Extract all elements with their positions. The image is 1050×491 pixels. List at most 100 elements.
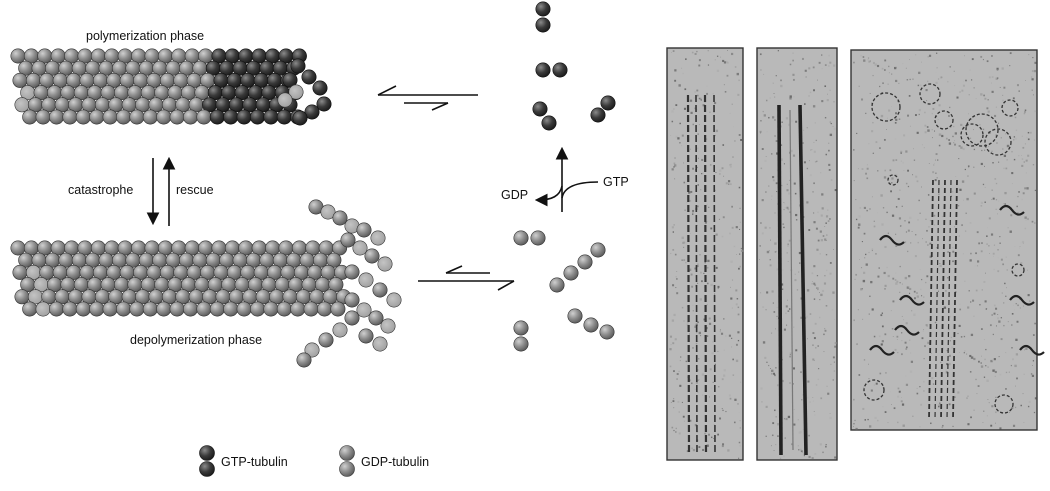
flat-tubulin-subunit — [35, 301, 51, 317]
gtp-tubulin-subunit — [316, 96, 332, 112]
gtp-tubulin-subunit — [304, 104, 320, 120]
gtp-tubulin-dimer — [532, 101, 548, 117]
gdp-tubulin-subunit — [196, 109, 212, 125]
gdp-tubulin-subunit — [10, 48, 26, 64]
flat-tubulin-subunit — [277, 92, 293, 108]
gdp-tubulin-subunit — [48, 301, 64, 317]
gtp-tubulin-subunit — [290, 58, 306, 74]
gtp-tubulin-dimer — [600, 95, 616, 111]
gdp-tubulin-oligomer — [513, 336, 529, 352]
flat-tubulin-subunit — [372, 336, 388, 352]
gdp-tubulin-subunit — [89, 301, 105, 317]
legend-gtp-tubulin: GTP-tubulin — [197, 445, 288, 479]
gdp-tubulin-subunit — [12, 72, 28, 88]
flat-tubulin-subunit — [370, 230, 386, 246]
gdp-tubulin-subunit — [356, 222, 372, 238]
polymerization-phase-label: polymerization phase — [86, 29, 205, 43]
flat-tubulin-subunit — [288, 84, 304, 100]
gdp-tubulin-oligomer — [549, 277, 565, 293]
gtp-tubulin-dimer — [552, 62, 568, 78]
flat-tubulin-subunit — [380, 318, 396, 334]
electron-micrographs — [666, 47, 1045, 461]
gdp-tubulin-oligomer — [590, 242, 606, 258]
flat-tubulin-subunit — [320, 204, 336, 220]
gdp-tubulin-subunit — [22, 109, 38, 125]
gtp-tubulin-dimer — [535, 62, 551, 78]
equilibrium-arrow-bottom — [418, 265, 515, 291]
gdp-tubulin-oligomer — [513, 230, 529, 246]
gdp-tubulin-subunit — [22, 301, 38, 317]
gdp-tubulin-subunit — [332, 210, 348, 226]
gdp-tubulin-subunit — [35, 109, 51, 125]
legend-gdp-label: GDP-tubulin — [361, 455, 430, 469]
micrograph-panel-3 — [850, 49, 1045, 431]
micrograph-panel-1 — [666, 47, 744, 461]
gdp-tubulin-oligomer — [577, 254, 593, 270]
gdp-tubulin-dimer-icon — [339, 445, 355, 477]
gdp-tubulin-subunit — [75, 301, 91, 317]
gtp-tubulin-subunit — [209, 109, 225, 125]
gdp-tubulin-subunit — [129, 109, 145, 125]
gdp-tubulin-subunit — [10, 240, 26, 256]
gdp-tubulin-oligomer — [567, 308, 583, 324]
gdp-tubulin-subunit — [250, 301, 266, 317]
gdp-tubulin-subunit — [368, 310, 384, 326]
flat-tubulin-subunit — [377, 256, 393, 272]
gdp-tubulin-subunit — [344, 264, 360, 280]
gdp-tubulin-subunit — [48, 109, 64, 125]
catastrophe-label: catastrophe — [68, 183, 134, 197]
gdp-tubulin-subunit — [129, 301, 145, 317]
gdp-tubulin-subunit — [296, 352, 312, 368]
gdp-tubulin-subunit — [290, 301, 306, 317]
gdp-tubulin-subunit — [89, 109, 105, 125]
polymerizing-microtubule — [10, 48, 332, 126]
flat-tubulin-subunit — [358, 272, 374, 288]
gdp-tubulin-subunit — [340, 232, 356, 248]
gdp-tubulin-subunit — [372, 282, 388, 298]
gdp-tubulin-subunit — [316, 301, 332, 317]
gtp-tubulin-subunit — [301, 69, 317, 85]
gdp-tubulin-oligomer — [563, 265, 579, 281]
gtp-tubulin-subunit — [312, 80, 328, 96]
micrograph-panel-2 — [756, 47, 838, 461]
gdp-tubulin-subunit — [12, 264, 28, 280]
gdp-tubulin-subunit — [14, 289, 30, 305]
gdp-tubulin-subunit — [344, 310, 360, 326]
gdp-tubulin-subunit — [303, 301, 319, 317]
gtp-tubulin-subunit — [250, 109, 266, 125]
depolymerization-phase-label: depolymerization phase — [130, 333, 263, 347]
flat-tubulin-subunit — [352, 240, 368, 256]
gdp-tubulin-subunit — [330, 301, 346, 317]
gdp-tubulin-subunit — [116, 109, 132, 125]
gdp-tubulin-subunit — [364, 248, 380, 264]
gtp-tubulin-subunit — [282, 72, 298, 88]
free-tubulin-dimers — [513, 1, 616, 352]
gdp-tubulin-subunit — [209, 301, 225, 317]
gtp-tubulin-subunit — [276, 109, 292, 125]
gdp-tubulin-subunit — [358, 328, 374, 344]
gdp-tubulin-subunit — [116, 301, 132, 317]
gtp-tubulin-dimer — [535, 17, 551, 33]
legend-gdp-tubulin: GDP-tubulin — [337, 445, 429, 479]
gdp-tubulin-subunit — [196, 301, 212, 317]
gdp-tubulin-subunit — [62, 109, 78, 125]
flat-tubulin-subunit — [356, 302, 372, 318]
gdp-tubulin-subunit — [142, 109, 158, 125]
legend-gtp-label: GTP-tubulin — [221, 455, 288, 469]
gdp-tubulin-subunit — [183, 109, 199, 125]
gdp-tubulin-subunit — [102, 301, 118, 317]
depolymerizing-microtubule — [10, 199, 402, 368]
gdp-tubulin-subunit — [102, 109, 118, 125]
flat-tubulin-subunit — [14, 97, 30, 113]
gdp-tubulin-subunit — [169, 109, 185, 125]
gdp-tubulin-subunit — [156, 109, 172, 125]
gdp-tubulin-oligomer — [513, 320, 529, 336]
gdp-tubulin-oligomer — [583, 317, 599, 333]
gdp-tubulin-subunit — [142, 301, 158, 317]
gdp-tubulin-subunit — [75, 109, 91, 125]
gdp-tubulin-subunit — [169, 301, 185, 317]
rescue-label: rescue — [176, 183, 214, 197]
gdp-tubulin-oligomer — [530, 230, 546, 246]
